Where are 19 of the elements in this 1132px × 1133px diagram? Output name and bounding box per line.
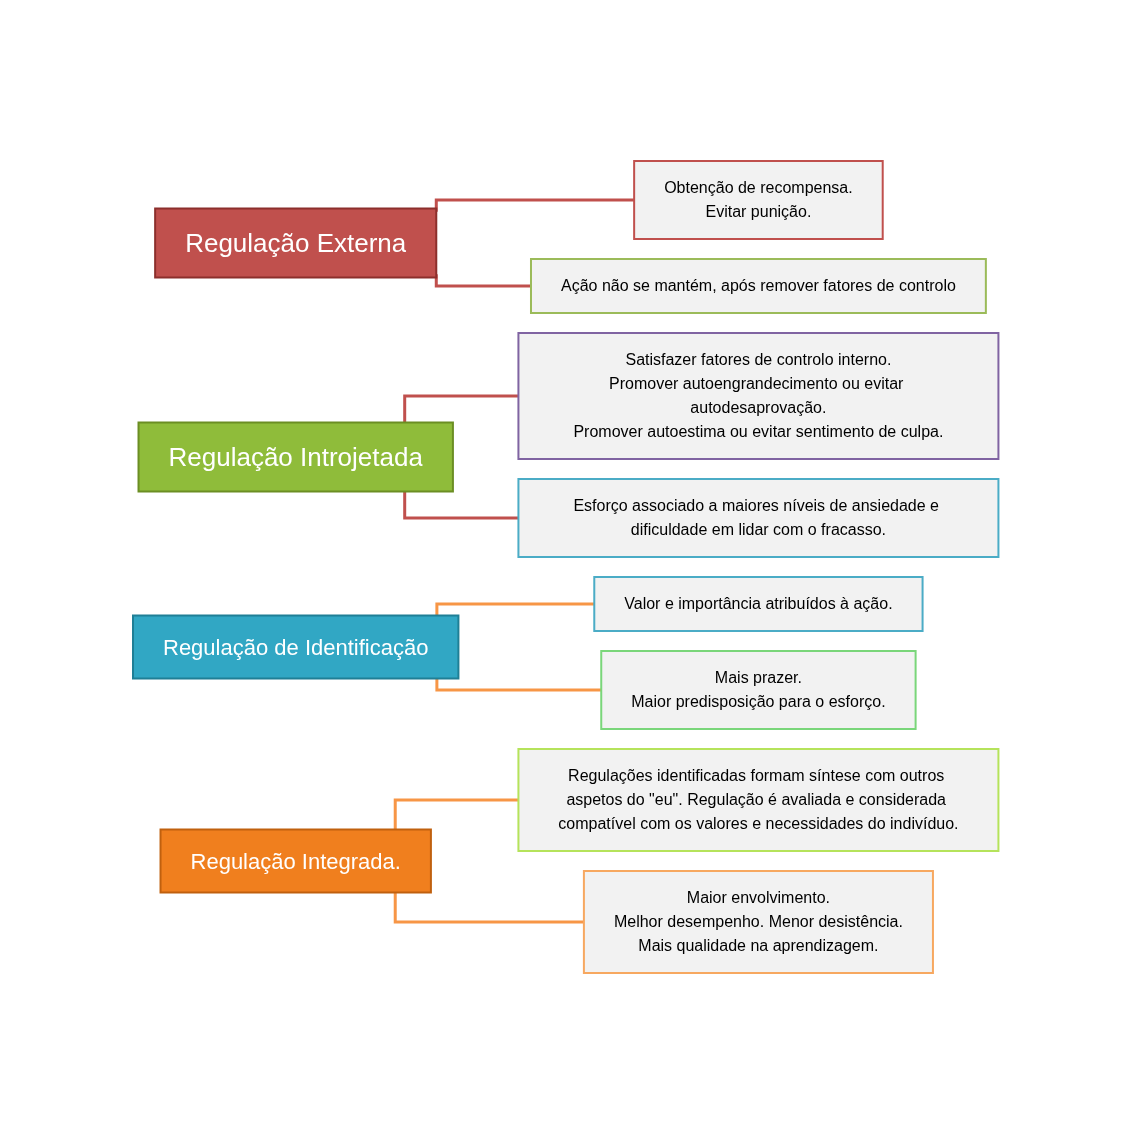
node-box: Esforço associado a maiores níveis de ansiedade e dificuldade em lidar com o fracasso. [517, 477, 1000, 558]
node-box: Regulação de Identificação [132, 614, 460, 679]
node-box: Regulação Integrada. [159, 828, 433, 893]
node-box: Mais prazer. Maior predisposição para o esforço. [600, 649, 917, 730]
node-box: Obtenção de recompensa. Evitar punição. [633, 159, 884, 240]
node-box: Maior envolvimento. Melhor desempenho. Menor desistência. Mais qualidade na aprendizagem. [583, 869, 935, 974]
node-box: Ação não se mantém, após remover fatores de controlo [530, 257, 988, 314]
connector [435, 678, 602, 691]
connector [394, 798, 519, 829]
node-box: Regulação Introjetada [137, 421, 455, 492]
connector [435, 273, 532, 287]
node-box: Regulação Externa [154, 207, 438, 278]
node-box: Valor e importância atribuídos à ação. [593, 575, 924, 632]
connector [435, 602, 595, 615]
node-box: Regulações identificadas formam síntese com outros aspetos do "eu". Regulação é avaliada e considerada compatível com os valores e necessidades do indivíduo. [517, 747, 1000, 852]
connector [394, 892, 585, 923]
node-box: Satisfazer fatores de controlo interno. Promover autoengrandecimento ou evitar autodesaprovação. Promover autoestima ou evitar sentimento de culpa. [517, 331, 1000, 460]
connector [403, 491, 519, 519]
connector [403, 394, 519, 422]
